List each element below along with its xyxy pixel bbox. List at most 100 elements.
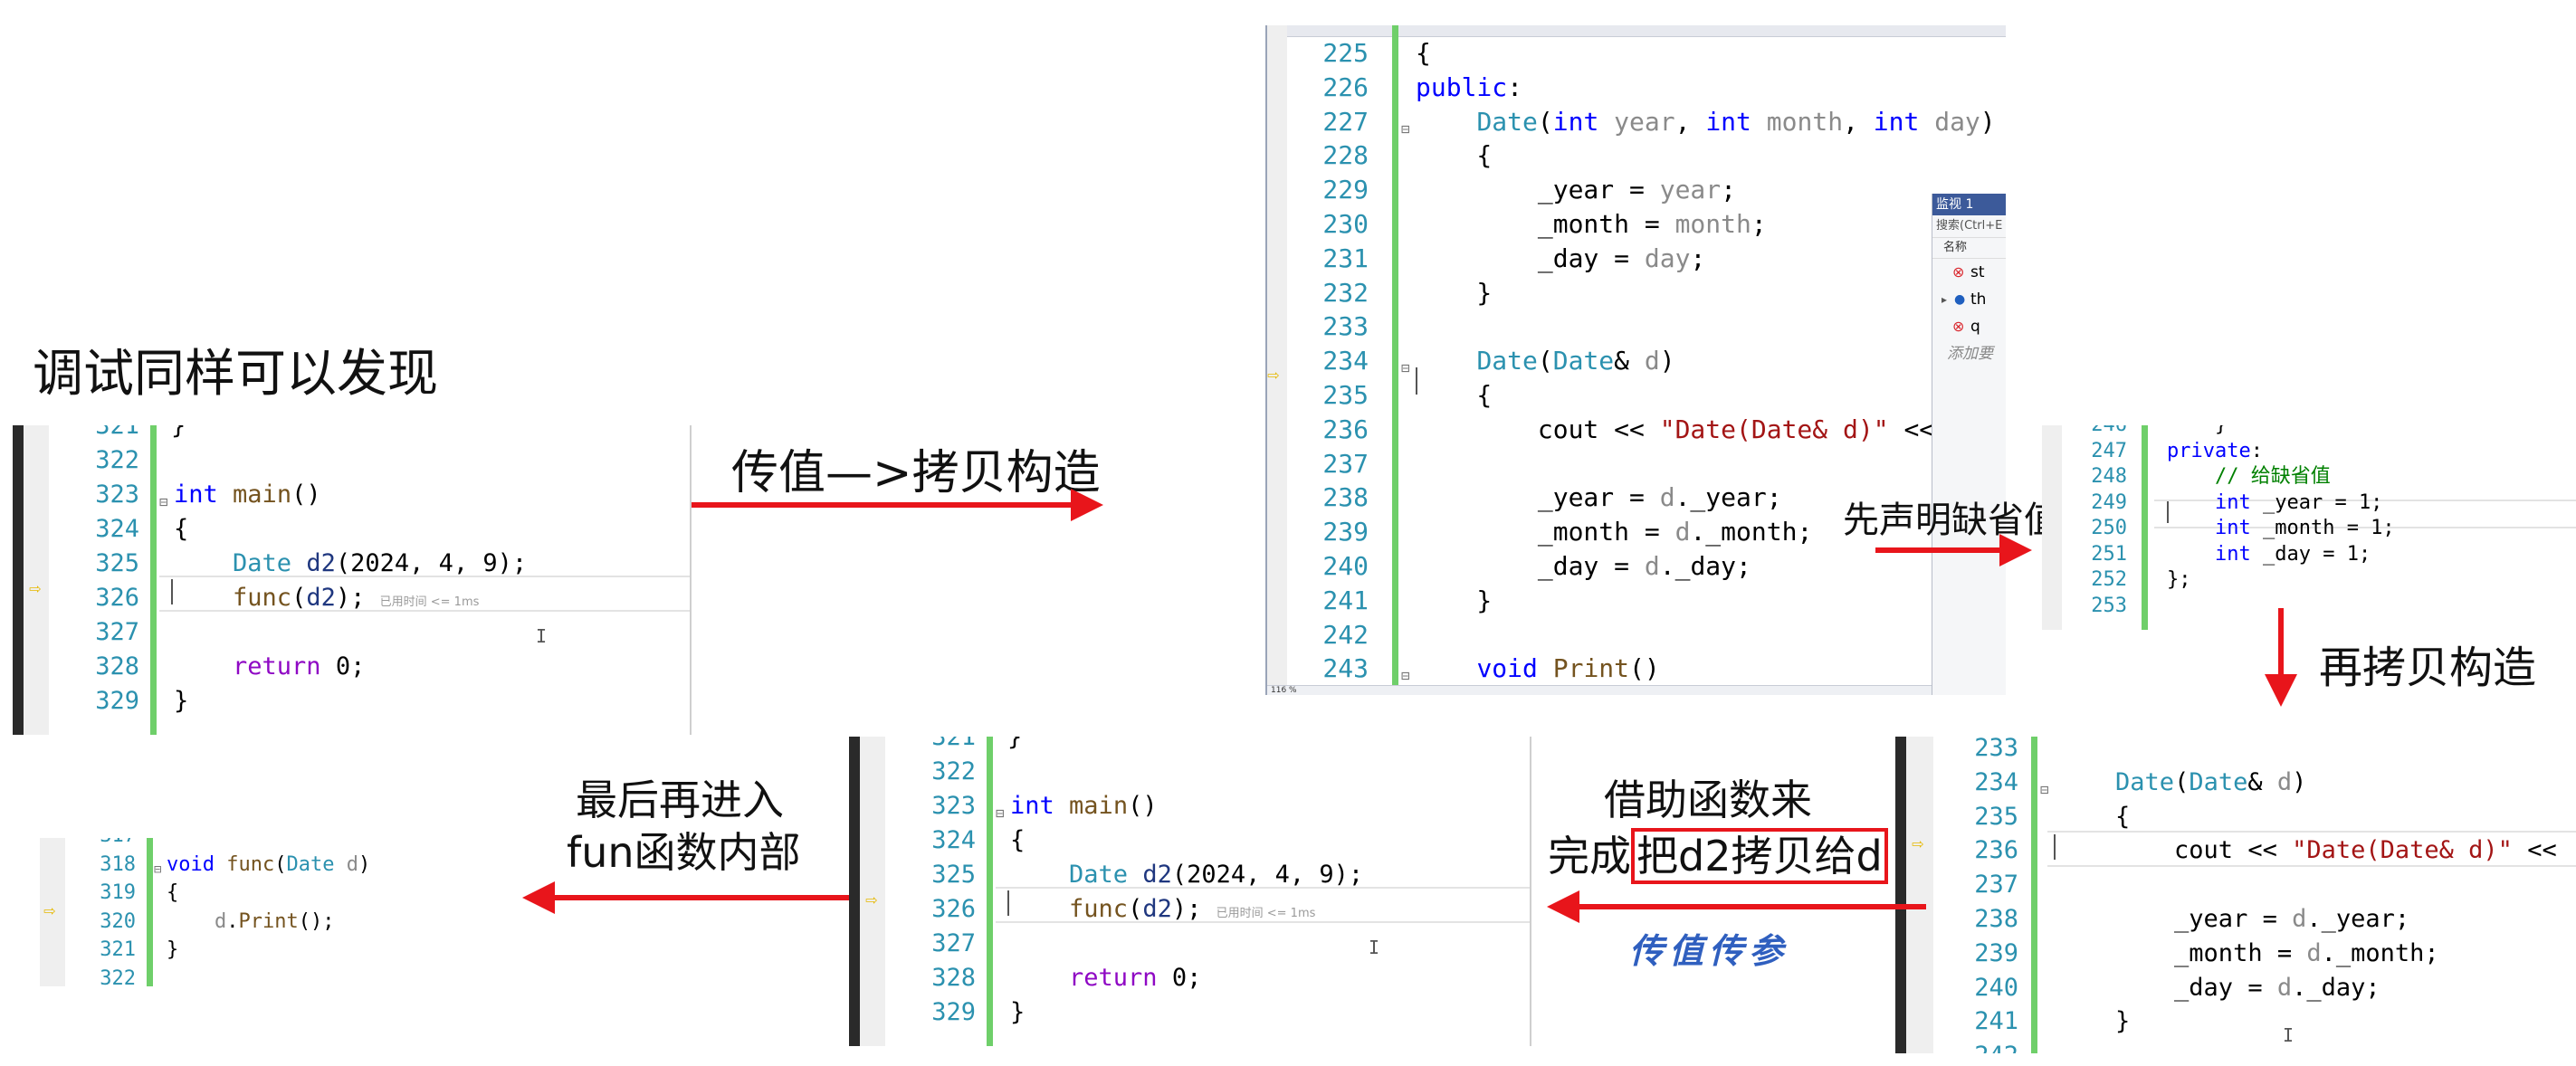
code-line: func(d2); 已用时间 <= 1ms [233,584,480,612]
watch-item[interactable]: ▸ ● th [1932,286,2006,313]
expand-icon[interactable]: ▸ [1942,293,1948,306]
label-borrow-line1: 借助函数来 [1604,776,1812,824]
label-pass-to-copy: 传值—>拷贝构造 [731,446,1101,500]
collapse-icon[interactable]: ⊟ [1401,667,1410,685]
execution-pointer-icon: ⇨ [865,889,878,911]
current-line-highlight [2047,831,2576,867]
line-number: 322 [931,757,976,785]
line-number: 325 [95,549,139,577]
line-number: 322 [100,966,136,987]
line-number: 237 [1974,871,2018,899]
collapse-icon[interactable]: ⊟ [2040,780,2049,798]
watch-item-label: th [1970,290,1987,309]
code-line: return 0; [233,652,366,681]
code-line: Date(int year, int month, int day) [1476,106,1996,137]
error-icon: ⊗ [1952,318,1965,335]
mouse-ibeam-icon: I [1369,937,1380,958]
collapse-icon[interactable]: ⊟ [154,861,162,877]
code-line: int _year = 1; [2214,490,2383,514]
line-number: 233 [1322,311,1369,342]
line-number: 246 [2066,425,2127,439]
collapse-icon[interactable]: ⊟ [1401,119,1410,138]
line-number: 324 [95,515,139,543]
line-number: 238 [1322,482,1369,513]
perf-tip: 已用时间 <= 1ms [379,595,480,609]
current-line-highlight [159,576,690,612]
code-line: } [1416,585,1493,615]
line-number: 241 [1974,1007,2018,1036]
code-line: Date(Date& d) [2115,767,2307,796]
code-panel-main-bottom: ⇨ 321} 322 323⊟int main() 324{ 325 Date … [849,737,1531,1046]
label-copy-again: 再拷贝构造 [2319,642,2537,693]
code-line: cout << "Date(Date& d)" << [1416,414,1935,444]
code-line: { [1416,380,1493,410]
code-line: } [1010,998,1026,1026]
line-number: 228 [1322,140,1369,171]
code-line: } [174,687,189,715]
code-line: return 0; [1069,964,1202,992]
code-line: Date(Date& d) [1476,346,1675,376]
line-number: 241 [1322,585,1369,615]
code-line: _day = day; [1416,243,1706,273]
line-number: 226 [1322,71,1369,102]
line-number: 233 [1974,737,2018,762]
highlight-box: 把d2拷贝给d [1631,828,1888,884]
line-number: 237 [1322,448,1369,479]
line-number: 326 [95,584,139,612]
line-number: 252 [2091,568,2127,591]
code-line: _year = d._year; [1416,482,1782,513]
editor-nav-bar [1267,25,2006,37]
code-line: int _day = 1; [2214,542,2371,566]
code-line: _month = d._month; [1416,517,1813,547]
current-line-highlight [2154,500,2576,528]
line-number: 242 [1953,1039,2018,1053]
watch-search-input[interactable]: 搜索(Ctrl+E [1932,215,2006,238]
line-number: 329 [931,998,976,1026]
label-borrow-prefix: 完成 [1548,832,1631,880]
code-line: } [1416,277,1493,308]
code-line: { [1416,140,1493,171]
object-icon: ● [1954,292,1966,307]
collapse-icon[interactable]: ⊟ [159,493,168,510]
code-line: } [167,938,179,961]
collapse-icon[interactable]: ⊟ [996,804,1005,822]
line-number: 320 [100,909,136,933]
watch-window: 监视 1 搜索(Ctrl+E 名称 ⊗st ▸●th ⊗q 添加要 [1932,194,2006,695]
line-number: 242 [1322,619,1369,650]
line-number: 319 [100,881,136,904]
watch-item[interactable]: ⊗st [1932,259,2006,286]
watch-column-name: 名称 [1932,238,2006,259]
window-edge [1895,737,1906,1053]
watch-add-item[interactable]: 添加要 [1947,345,1993,363]
change-bar [150,425,157,735]
code-panel-func: ⇨ 317 318⊟void func(Date d) 319{ 320 d.P… [40,838,503,986]
line-number: 229 [1322,175,1369,205]
line-number: 317 [80,838,136,851]
code-line: _year = d._year; [2056,905,2410,933]
code-line: int main() [174,481,321,509]
line-number: 326 [931,895,976,923]
line-number: 240 [1322,551,1369,581]
watch-item[interactable]: ⊗q [1932,313,2006,340]
line-number: 328 [95,652,139,681]
page-title: 调试同样可以发现 [33,345,438,404]
watch-item-label: q [1970,318,1980,336]
collapse-icon[interactable]: ⊟ [1401,359,1410,377]
execution-pointer-icon: ⇨ [43,899,56,922]
code-line: { [174,515,189,543]
line-number: 323 [931,792,976,820]
code-line: } [1007,737,1023,751]
perf-tip: 已用时间 <= 1ms [1216,907,1316,920]
line-number: 227 [1322,106,1369,137]
line-number: 251 [2091,542,2127,566]
editor-status-bar: 116 % [1267,685,2006,695]
zoom-level[interactable]: 116 % [1271,686,1297,695]
line-number: 239 [1322,517,1369,547]
line-number: 234 [1322,346,1369,376]
code-line: } [2167,425,2227,439]
line-number: 321 [95,425,139,440]
code-line: public: [1416,71,1523,102]
